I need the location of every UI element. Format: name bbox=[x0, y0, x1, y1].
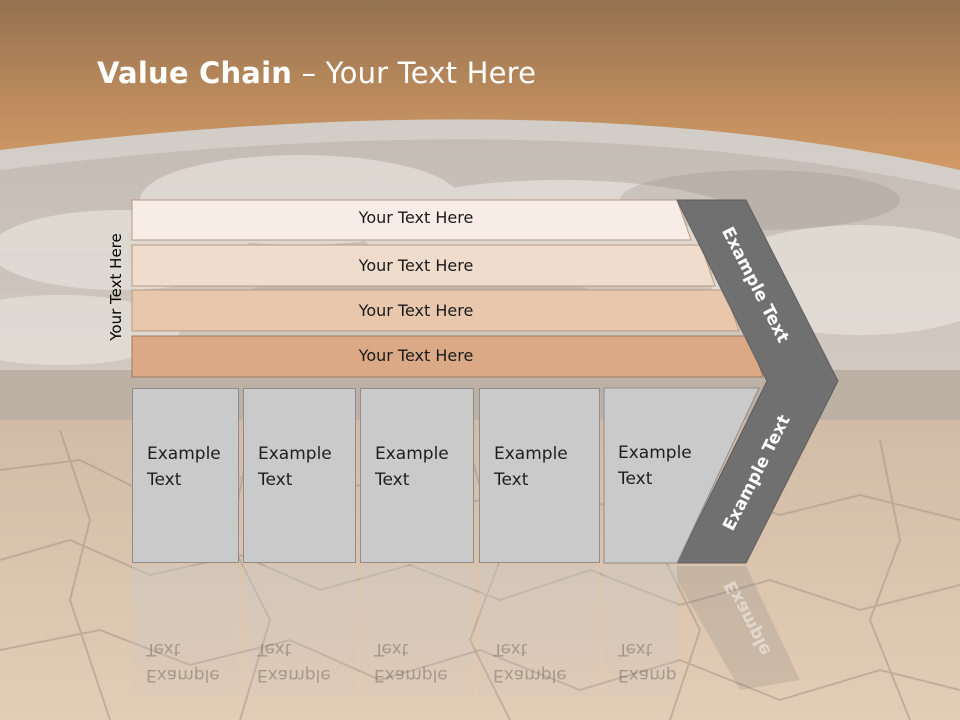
activity-box-1: Example Text bbox=[132, 388, 239, 563]
box-3-reflection: Example Text bbox=[360, 566, 474, 696]
bar-3 bbox=[131, 289, 740, 332]
activity-box-3: Example Text bbox=[360, 388, 474, 563]
title-bold: Value Chain bbox=[97, 56, 293, 90]
box-4-label: Example Text bbox=[494, 444, 568, 490]
activity-box-2: Example Text bbox=[243, 388, 356, 563]
bar-1-label: Your Text Here bbox=[358, 208, 474, 227]
bar-4-label: Your Text Here bbox=[358, 346, 474, 365]
activity-box-5: Example Text bbox=[604, 388, 704, 563]
bar-1 bbox=[131, 199, 692, 241]
bar-2-label: Your Text Here bbox=[358, 256, 474, 275]
bar-2 bbox=[131, 244, 716, 287]
title-rest: – Your Text Here bbox=[292, 56, 537, 90]
activity-box-4: Example Text bbox=[479, 388, 600, 563]
box-3-reflection-text: Example Text bbox=[374, 639, 448, 685]
bar-3-label: Your Text Here bbox=[358, 301, 474, 320]
box-4-reflection: Example Text bbox=[479, 566, 600, 696]
box-1-reflection-text: Example Text bbox=[146, 639, 220, 685]
box-4-reflection-text: Example Text bbox=[493, 639, 567, 685]
box-2-reflection-text: Example Text bbox=[257, 639, 331, 685]
box-1-label: Example Text bbox=[147, 444, 221, 490]
box-2-reflection: Example Text bbox=[243, 566, 356, 696]
box-5-reflection: Example Text bbox=[604, 566, 677, 696]
slide-title: Value Chain – Your Text Here bbox=[97, 56, 536, 90]
box-2-label: Example Text bbox=[258, 444, 332, 490]
box-3-label: Example Text bbox=[375, 444, 449, 490]
box-5-reflection-text: Example Text bbox=[618, 639, 677, 685]
bar-4 bbox=[131, 335, 764, 378]
box-1-reflection: Example Text bbox=[132, 566, 239, 696]
box-5-label: Example Text bbox=[618, 443, 692, 489]
chevron-arrow bbox=[676, 199, 839, 564]
last-box-shape bbox=[603, 387, 760, 564]
chevron-reflection bbox=[677, 566, 800, 690]
